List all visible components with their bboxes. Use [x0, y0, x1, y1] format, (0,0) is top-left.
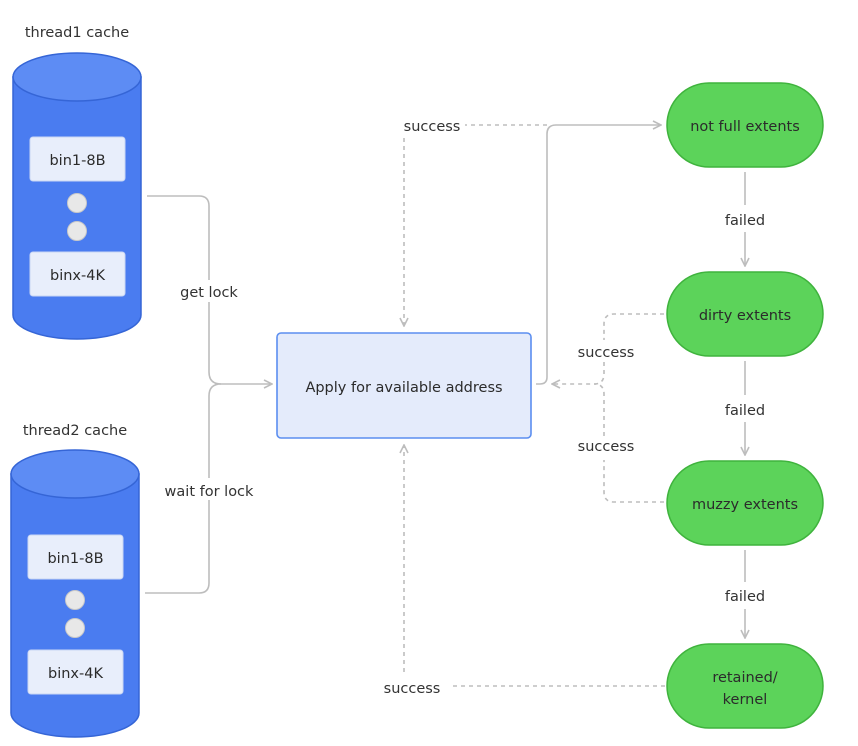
retained-kernel-label-line2: kernel	[723, 692, 768, 708]
success-muzzy-label: success	[578, 439, 635, 455]
dirty-extents-node	[666, 271, 824, 357]
thread2-bin-large-label: binx-4K	[48, 666, 103, 682]
failed-1-label: failed	[725, 213, 765, 229]
success-bottom-label: success	[384, 681, 441, 697]
thread1-cache-title: thread1 cache	[25, 25, 129, 41]
retained-kernel-label-line1: retained/	[712, 670, 777, 686]
success-muzzy-connector-up	[593, 383, 605, 436]
get-lock-label-bg	[176, 280, 242, 302]
dirty-extents-label: dirty extents	[699, 308, 791, 324]
success-muzzy-connector	[603, 460, 664, 503]
apply-address-box	[276, 332, 532, 439]
success-top-label: success	[404, 119, 461, 135]
thread2-ellipsis-dot-2	[65, 618, 85, 638]
apply-address-label: Apply for available address	[305, 380, 502, 396]
thread1-ellipsis-dot-1	[67, 193, 87, 213]
success-merge-connector	[552, 362, 605, 384]
thread2-bin-small-label: bin1-8B	[47, 551, 103, 567]
apply-to-not-full-connector	[536, 125, 661, 385]
muzzy-extents-node	[666, 460, 824, 546]
thread2-bin-large-box	[27, 649, 124, 695]
failed-3-label: failed	[725, 589, 765, 605]
thread2-bin-small-box	[27, 534, 124, 580]
failed-2-label: failed	[725, 403, 765, 419]
wait-for-lock-label: wait for lock	[165, 484, 254, 500]
thread1-bin-small-label: bin1-8B	[49, 153, 105, 169]
thread1-ellipsis-dot-2	[67, 221, 87, 241]
muzzy-extents-label: muzzy extents	[692, 497, 798, 513]
get-lock-label: get lock	[180, 285, 238, 301]
thread2-ellipsis-dot-1	[65, 590, 85, 610]
not-full-extents-label: not full extents	[690, 119, 800, 135]
success-dirty-connector	[603, 313, 664, 340]
not-full-extents-node	[666, 82, 824, 168]
retained-kernel-node	[666, 643, 824, 729]
thread1-bin-small-box	[29, 136, 126, 182]
thread1-bin-large-box	[29, 251, 126, 297]
wait-for-lock-label-bg	[161, 478, 257, 500]
success-dirty-label: success	[578, 345, 635, 361]
thread2-cache-title: thread2 cache	[23, 423, 127, 439]
wait-for-lock-connector	[145, 383, 222, 594]
thread1-bin-large-label: binx-4K	[50, 268, 105, 284]
